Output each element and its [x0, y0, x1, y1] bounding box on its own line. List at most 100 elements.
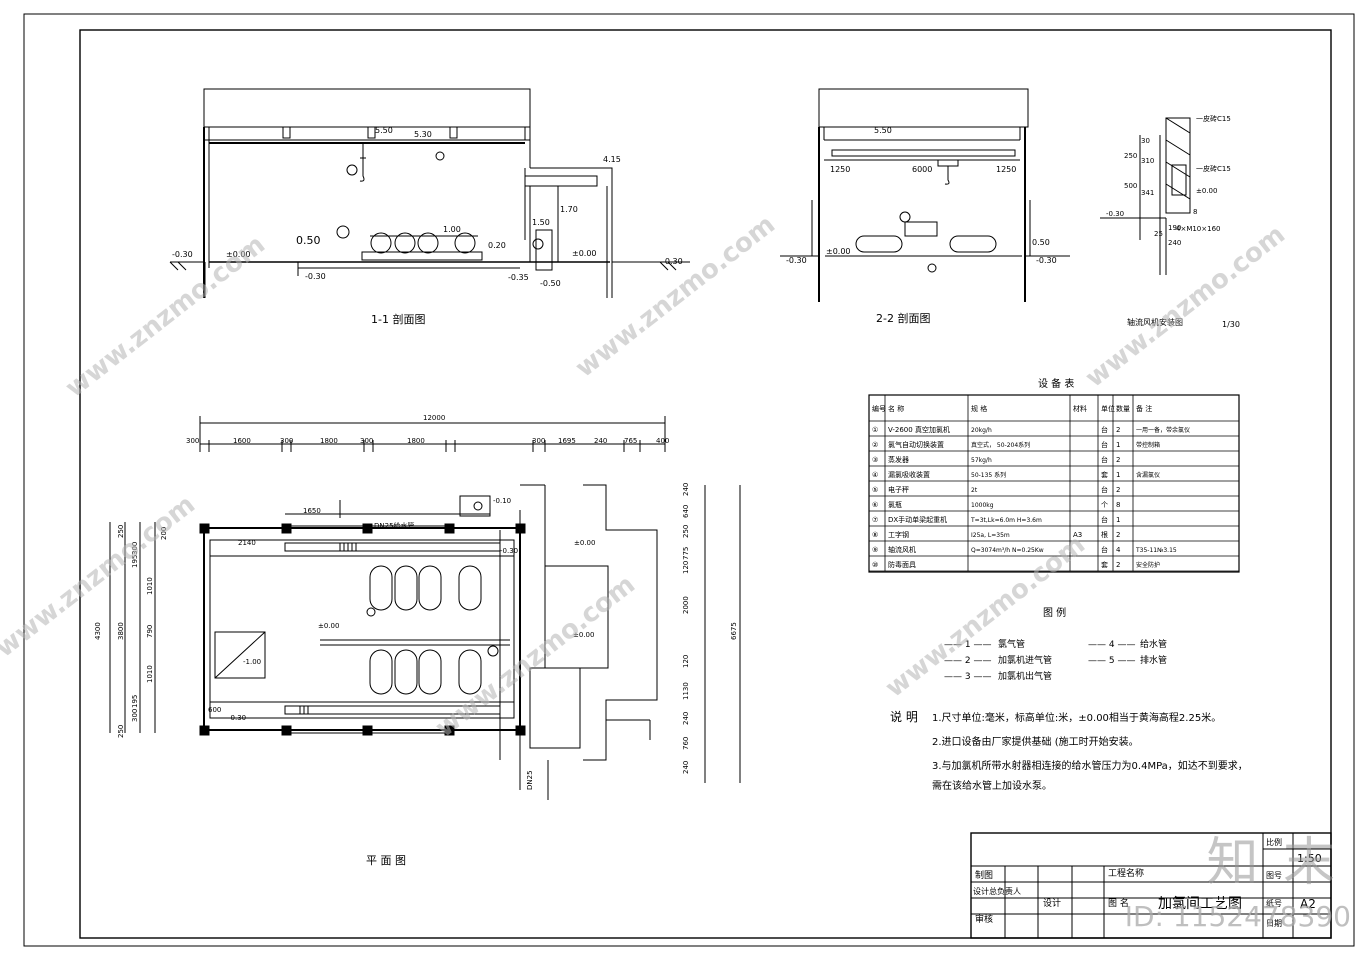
- table-cell: 台: [1101, 455, 1108, 464]
- table-cell: ⑨: [872, 546, 878, 554]
- table-cell: T=3t,Lk=6.0m H=3.6m: [970, 517, 1042, 524]
- fan-detail-title: 轴流风机安装图: [1127, 317, 1183, 327]
- tb-sheet-label: 图号: [1266, 871, 1282, 880]
- legend-title: 图 例: [1043, 606, 1066, 619]
- detail-label: 一皮砖C15: [1196, 164, 1231, 173]
- level-text: 5.50: [375, 126, 393, 135]
- plan-label: -0.30: [500, 547, 518, 555]
- level-text: 0.50: [1032, 238, 1050, 247]
- table-cell: 电子秤: [888, 485, 909, 494]
- table-cell: 2: [1116, 486, 1120, 494]
- dim-text: 1800: [407, 437, 425, 445]
- fan-detail: [1100, 117, 1191, 275]
- level-text: -0.50: [540, 279, 561, 288]
- dim-text: 120: [682, 561, 690, 574]
- table-cell: 1000kg: [971, 502, 994, 509]
- table-cell: 氯瓶: [888, 500, 902, 509]
- dim-text: 1010: [146, 577, 154, 595]
- tb-row-label: 审核: [975, 913, 993, 925]
- legend-code: —— 1 ——: [944, 640, 991, 650]
- table-cell: Q=3074m³/h N=0.25Kw: [971, 547, 1044, 554]
- dim-text: 3800: [117, 622, 125, 640]
- dim-text: 765: [624, 437, 637, 445]
- brand-logo: 知 末: [1206, 833, 1339, 893]
- plan-label: 600: [208, 706, 221, 714]
- plan-label: DN25给水管: [374, 521, 415, 530]
- tb-drawing-name: 加氯间工艺图: [1158, 896, 1242, 912]
- plan-label: -1.00: [243, 658, 261, 666]
- dim-text: 30: [1141, 137, 1150, 145]
- table-cell: 带控制箱: [1136, 441, 1160, 449]
- table-cell: 台: [1101, 545, 1108, 554]
- dim-text: 25: [1154, 230, 1163, 238]
- tb-size-label: 纸号: [1266, 898, 1282, 908]
- dim-text: 120: [682, 655, 690, 668]
- table-cell: ④: [872, 471, 878, 479]
- fan-detail-scale: 1/30: [1222, 320, 1240, 329]
- table-cell: ⑤: [872, 486, 878, 494]
- table-cell: 轴流风机: [888, 545, 916, 554]
- level-text: 0.20: [488, 241, 506, 250]
- table-cell: 根: [1101, 530, 1108, 539]
- table-cell: 套: [1101, 560, 1108, 569]
- dim-text: 240: [682, 761, 690, 774]
- table-cell: 安全防护: [1136, 561, 1160, 569]
- table-cell: ①: [872, 426, 878, 434]
- table-cell: 台: [1101, 440, 1108, 449]
- dim-text: 240: [1168, 239, 1181, 247]
- table-header: 规 格: [971, 404, 987, 413]
- table-cell: 20kg/h: [971, 427, 992, 434]
- plan-title: 平 面 图: [366, 854, 406, 867]
- dim-text: 6000: [912, 165, 932, 174]
- level-text: 5.50: [874, 126, 892, 135]
- dim-text: 1600: [233, 437, 251, 445]
- dim-text: 2000: [682, 596, 690, 614]
- legend-code: —— 2 ——: [944, 656, 991, 666]
- table-cell: 2: [1116, 531, 1120, 539]
- dim-text: 1800: [320, 437, 338, 445]
- dim-text: 200: [160, 527, 168, 540]
- level-text: ±0.00: [226, 250, 251, 259]
- table-cell: 台: [1101, 485, 1108, 494]
- table-cell: 防毒面具: [888, 560, 916, 569]
- table-cell: 1: [1116, 471, 1120, 479]
- tb-row-label: 制图: [975, 869, 993, 881]
- dim-text: 1250: [996, 165, 1016, 174]
- level-text: 1.00: [443, 225, 461, 234]
- table-cell: V-2600 真空加氯机: [888, 425, 950, 434]
- table-cell: 57kg/h: [971, 457, 992, 464]
- table-cell: 一用一备，带余氯仪: [1136, 426, 1190, 434]
- table-cell: 含漏氯仪: [1136, 471, 1160, 479]
- table-cell: ②: [872, 441, 878, 449]
- table-cell: 2: [1116, 426, 1120, 434]
- section-1-1: [169, 88, 690, 298]
- detail-label: ±0.00: [1196, 187, 1217, 195]
- legend-code: —— 4 ——: [1088, 640, 1135, 650]
- table-cell: 2t: [971, 487, 978, 494]
- dim-text: 195: [131, 695, 139, 708]
- dim-text: 300: [131, 709, 139, 722]
- legend: 图 例 —— 1 —— 氯气管 —— 2 —— 加氯机进气管 —— 3 —— 加…: [944, 606, 1167, 682]
- table-cell: 真空式， 50-204系列: [971, 441, 1030, 449]
- detail-label: 一皮砖C15: [1196, 114, 1231, 123]
- dim-text: 250: [117, 525, 125, 538]
- table-cell: 套: [1101, 470, 1108, 479]
- level-text: 0.50: [296, 234, 321, 247]
- dim-text: 4300: [94, 622, 102, 640]
- level-text: 1.70: [560, 205, 578, 214]
- plan-label: ±0.00: [573, 631, 594, 639]
- detail-label: 4×M10×160: [1176, 225, 1221, 233]
- table-cell: ③: [872, 456, 878, 464]
- level-text: -0.30: [662, 257, 683, 266]
- dim-text: 12000: [423, 414, 445, 422]
- title-block: [970, 832, 1332, 939]
- table-cell: 个: [1101, 501, 1108, 509]
- table-cell: 4: [1116, 546, 1121, 554]
- equipment-table-title: 设 备 表: [1038, 377, 1074, 390]
- dim-text: 6675: [730, 622, 738, 640]
- table-header: 编号: [872, 404, 886, 413]
- dim-text: 341: [1141, 189, 1154, 197]
- level-text: 4.15: [603, 155, 621, 164]
- dim-text: 195: [131, 555, 139, 568]
